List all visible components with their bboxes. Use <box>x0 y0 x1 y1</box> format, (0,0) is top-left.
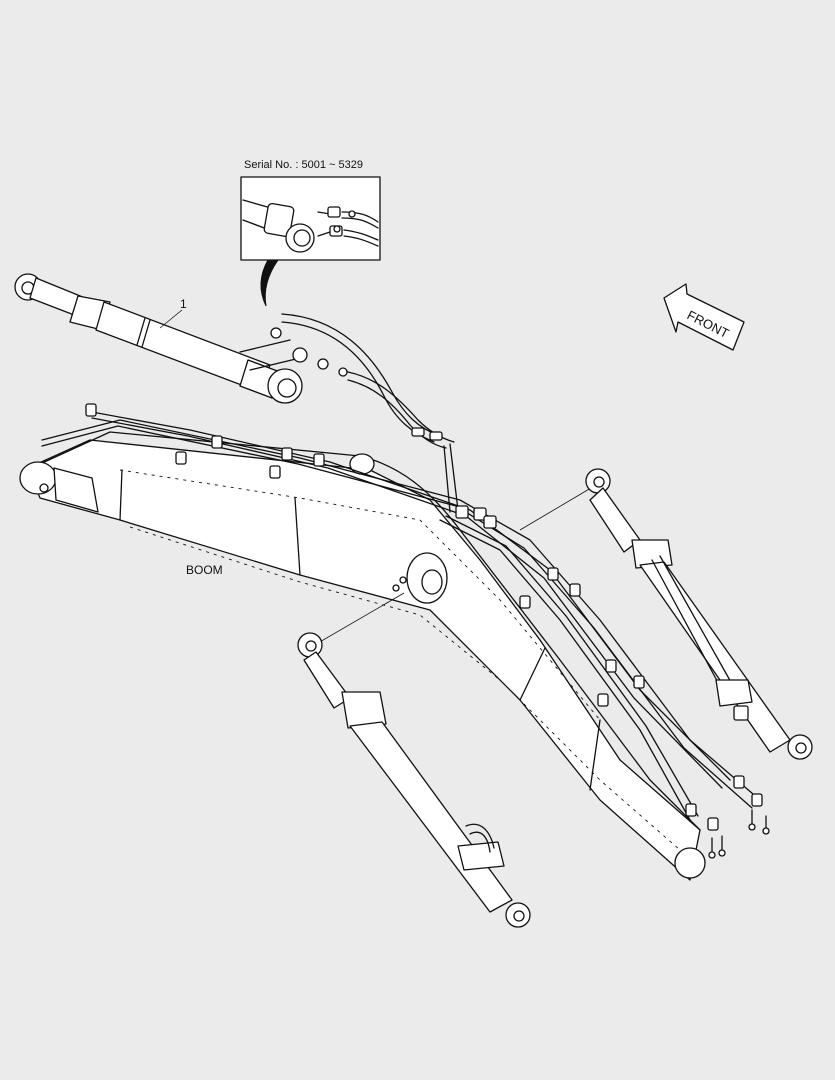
left-arm-cylinder <box>297 592 531 928</box>
boom-cylinder <box>14 273 303 404</box>
inset-pointer <box>260 259 279 307</box>
serial-number-label: Serial No. : 5001 ~ 5329 <box>244 159 363 171</box>
inset-detail-drawing <box>242 199 379 253</box>
pipe-clamps <box>85 403 763 831</box>
boom-label: BOOM <box>186 563 223 577</box>
callout-1: 1 <box>180 297 187 311</box>
boom-cylinder-hoses <box>270 313 459 513</box>
front-arrow-icon <box>663 283 745 351</box>
front-arrow: FRONT <box>663 283 745 351</box>
callout-leader-1 <box>159 309 183 329</box>
serial-inset: Serial No. : 5001 ~ 5329 <box>240 159 381 307</box>
mounting-bolts <box>708 809 770 859</box>
boom-structure <box>19 431 706 881</box>
right-arm-cylinder <box>519 468 813 760</box>
